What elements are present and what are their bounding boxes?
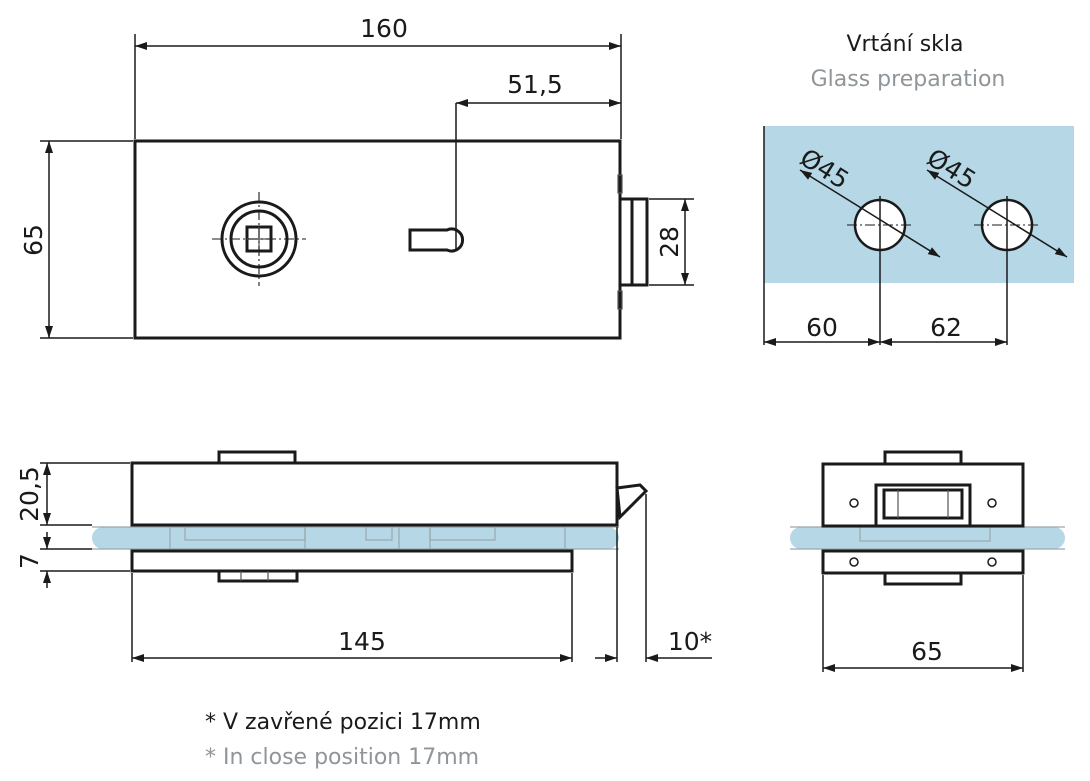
- dim-glass-thickness: 7: [15, 553, 44, 569]
- glass-prep-title-cz: Vrtání skla: [846, 32, 963, 57]
- lock-body-outline: [133, 139, 622, 340]
- hidden-part-2: [365, 526, 393, 541]
- dim-edge-to-hole: 60: [806, 313, 838, 342]
- dim-end-view-width: 65: [911, 637, 943, 666]
- dim-bottom-plate-width: 145: [338, 627, 386, 656]
- end-screw-left-top: [849, 498, 859, 508]
- dim-body-height: 65: [19, 224, 48, 256]
- end-view: 65: [790, 450, 1065, 672]
- hole-1-diameter-leader: [799, 169, 941, 258]
- side-bolt-tip: [615, 483, 649, 521]
- top-view: 160 51,5 65 28: [19, 14, 694, 340]
- dim-hole-spacing: 62: [930, 313, 962, 342]
- bolt-head: [630, 197, 649, 287]
- footnote-en: * In close position 17mm: [205, 745, 479, 770]
- bolt-guide-top: [617, 174, 623, 194]
- dim-side-top-height: 20,5: [15, 466, 44, 522]
- end-screw-right-bottom: [987, 557, 997, 567]
- side-bottom-knob: [217, 569, 299, 583]
- side-top-body: [130, 461, 619, 527]
- footnote-cz: * V zavřené pozici 17mm: [205, 710, 481, 735]
- bolt-guide-bottom: [617, 290, 623, 310]
- cylinder-lock: [212, 192, 306, 286]
- keyhole-outline: [408, 227, 465, 253]
- side-view: 20,5 7 145 10*: [15, 450, 712, 662]
- hidden-part-1-inner: [184, 526, 306, 541]
- dim-top-width: 160: [360, 14, 408, 43]
- side-bottom-plate: [130, 549, 574, 573]
- end-screw-left-bottom: [849, 557, 859, 567]
- glass-prep-title-en: Glass preparation: [811, 67, 1006, 92]
- glass-preparation-view: Vrtání skla Glass preparation Ø45 Ø45 60…: [763, 32, 1074, 346]
- footnote: * V zavřené pozici 17mm * In close posit…: [205, 710, 481, 770]
- dim-bolt-height: 28: [655, 226, 684, 258]
- hole-2-diameter-leader: [926, 169, 1068, 258]
- end-bolt-opening: [874, 483, 972, 528]
- hidden-part-3-inner: [429, 526, 496, 541]
- glass-strip-side: [92, 527, 619, 549]
- end-screw-right-top: [987, 498, 997, 508]
- keyhole: [408, 103, 465, 253]
- end-bottom-knob: [883, 571, 963, 586]
- dim-spindle-offset: 51,5: [507, 70, 563, 99]
- end-bolt-face: [882, 488, 964, 520]
- end-top-knob: [883, 450, 963, 466]
- dim-bolt-throw: 10*: [668, 627, 712, 656]
- glass-strip-end: [790, 527, 1065, 549]
